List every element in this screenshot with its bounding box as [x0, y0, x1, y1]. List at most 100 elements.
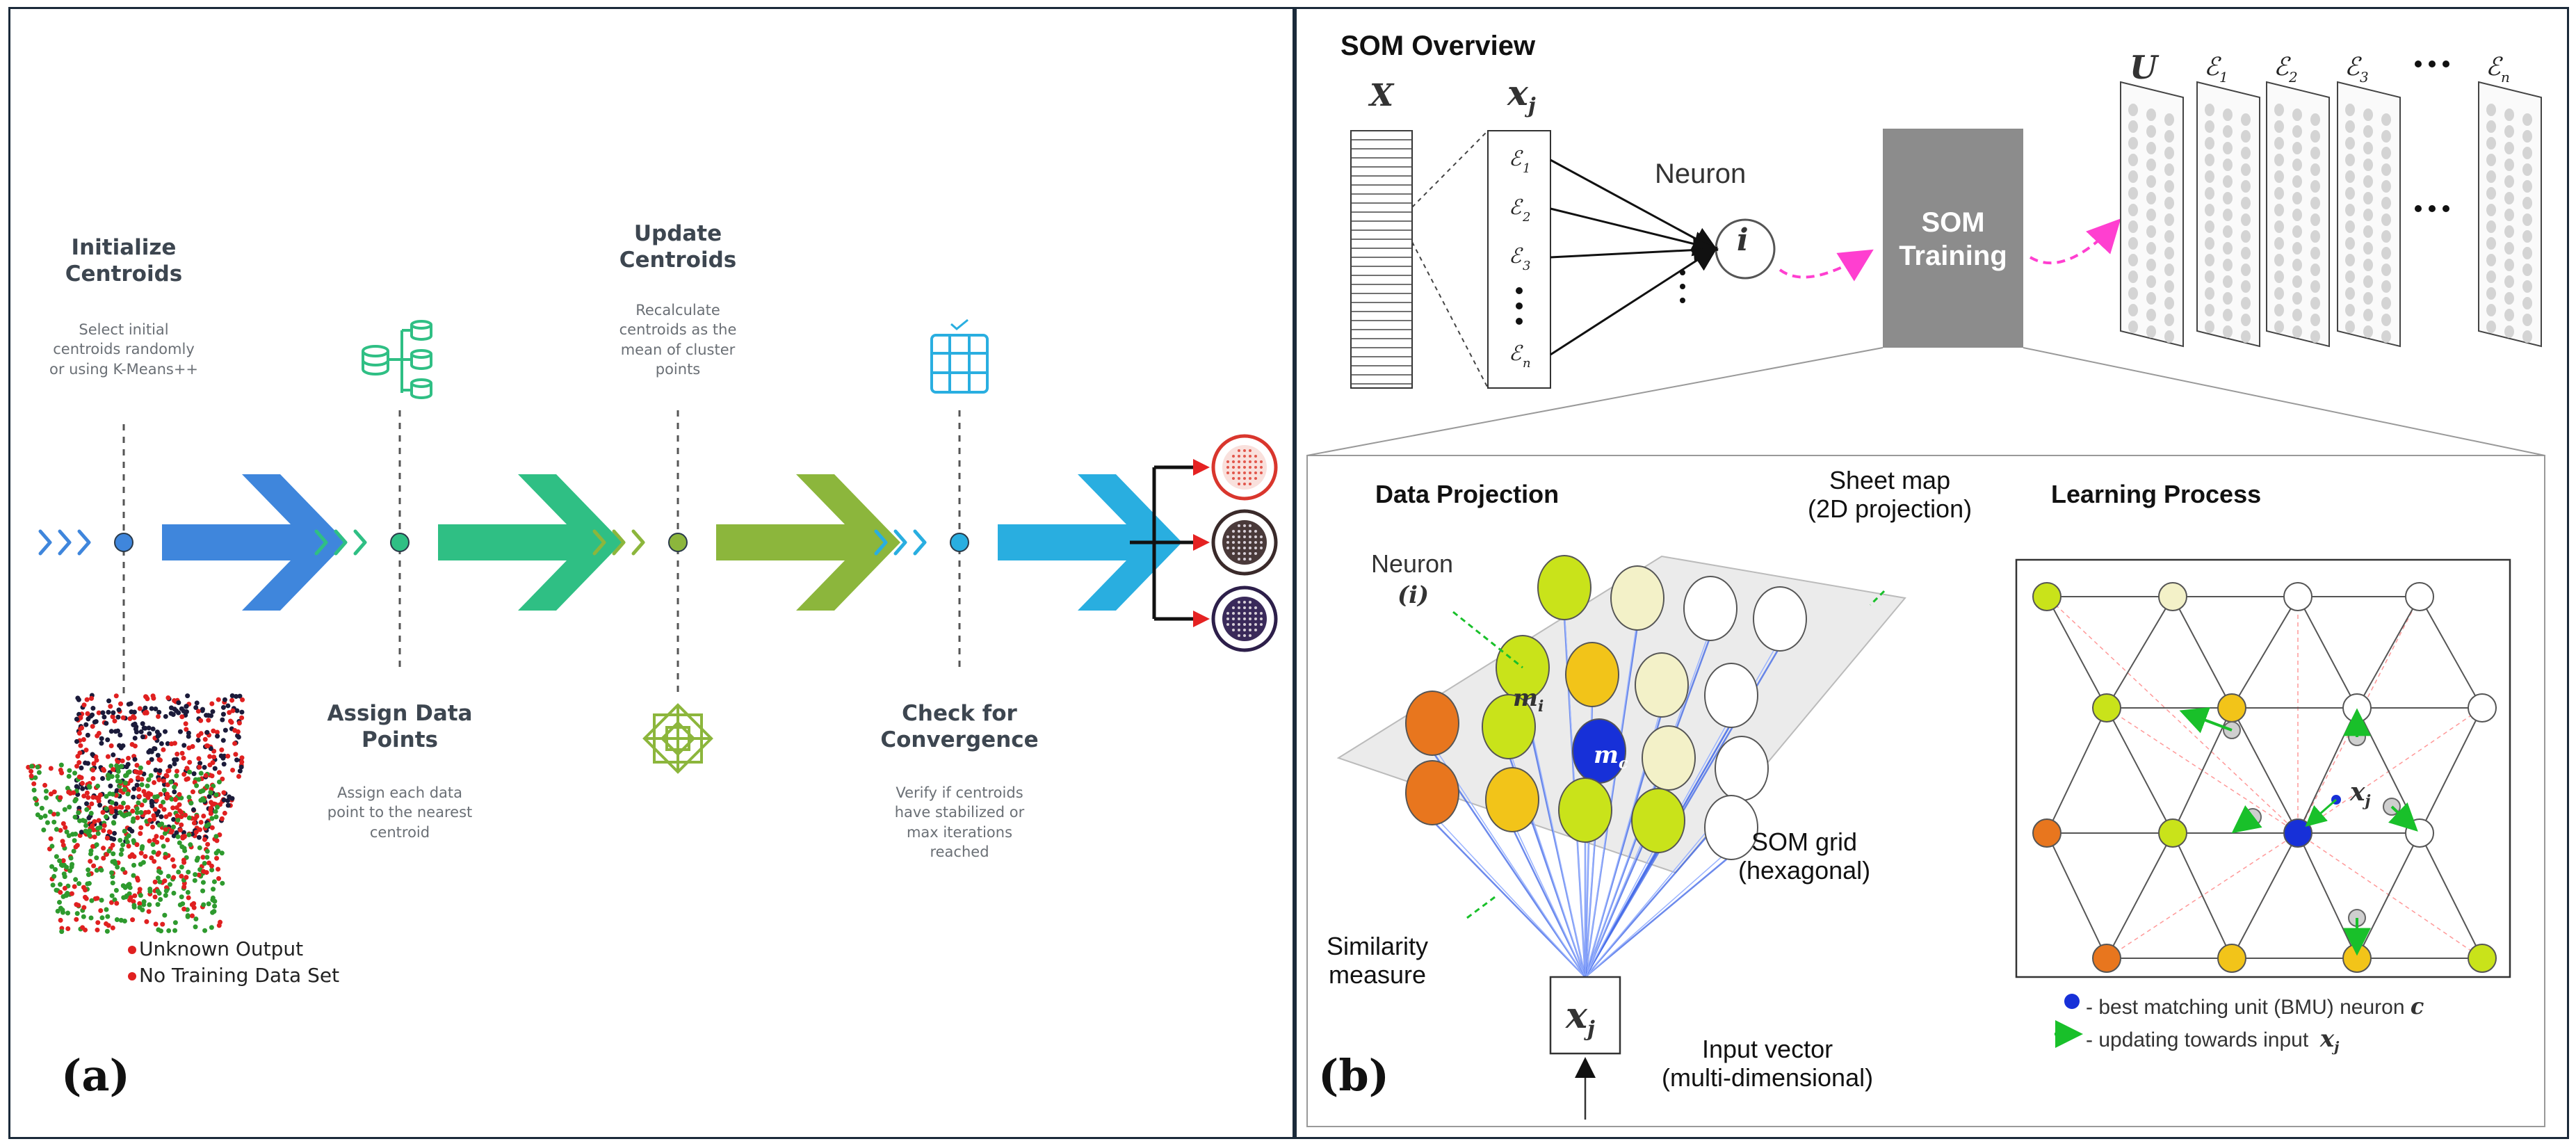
data-point: [88, 810, 94, 816]
matrix-x-label: X: [1370, 78, 1394, 113]
feature-map-cell: [2310, 297, 2320, 309]
data-point: [151, 695, 156, 701]
data-point: [109, 774, 115, 780]
ellipsis-dot: [2429, 205, 2436, 212]
data-point: [81, 793, 87, 799]
data-point: [211, 728, 216, 734]
data-point: [100, 710, 106, 716]
data-point: [93, 754, 99, 759]
data-point: [53, 866, 58, 872]
feature-map-cell: [2241, 130, 2251, 143]
feature-map-cell: [2381, 197, 2391, 209]
data-point: [218, 919, 223, 925]
similarity-measure-label: Similarity measure: [1327, 932, 1429, 990]
feature-map-cell: [2345, 137, 2355, 150]
feature-map-cell: [2486, 271, 2496, 283]
data-point: [220, 738, 226, 743]
output-cluster-dot: [1238, 530, 1240, 533]
data-point: [240, 697, 245, 702]
output-cluster-dot: [1260, 612, 1263, 615]
data-point: [74, 739, 79, 744]
data-point: [89, 898, 95, 903]
data-point: [202, 837, 207, 842]
feature-map-cell: [2486, 204, 2496, 216]
flow-to-training-arrow: [1779, 249, 1874, 282]
zoom-line: [1411, 241, 1489, 389]
feature-map-cell: [2486, 104, 2496, 116]
data-point: [84, 697, 90, 702]
output-cluster-dot: [1238, 449, 1240, 452]
output-cluster-dot: [1238, 541, 1240, 544]
data-point: [90, 844, 95, 849]
feature-map-cell: [2274, 287, 2284, 300]
data-point: [100, 776, 106, 782]
output-cluster-dot: [1226, 541, 1229, 544]
data-point: [191, 807, 196, 812]
feature-map-cell: [2205, 154, 2214, 166]
feature-map-cell: [2310, 280, 2320, 293]
feature-map-cell: [2274, 220, 2284, 233]
output-cluster-dot: [1238, 477, 1240, 480]
data-point: [152, 859, 157, 864]
data-point: [111, 851, 116, 857]
data-point: [115, 759, 120, 765]
data-point: [31, 781, 37, 786]
data-point: [191, 820, 197, 825]
feature-map-cell: [2164, 163, 2174, 176]
step-4-desc: Verify if centroids have stabilized or m…: [894, 784, 1025, 861]
data-point: [126, 844, 131, 849]
data-point: [135, 815, 140, 821]
data-point: [213, 834, 219, 839]
output-cluster-dot: [1249, 449, 1251, 452]
chevron-icon: [353, 529, 367, 556]
data-point: [134, 782, 140, 788]
data-point: [140, 734, 145, 740]
feature-map-cell: [2146, 209, 2156, 221]
output-map-symbol: ℰ: [2486, 53, 2503, 81]
output-cluster-dot: [1232, 455, 1235, 458]
feature-map-cell: [2345, 321, 2355, 333]
chevron-icon: [874, 529, 888, 556]
feature-map-cell: [2205, 170, 2214, 183]
neuron-i-label: Neuron: [1371, 549, 1454, 578]
data-point: [152, 780, 157, 785]
influence-line: [2046, 596, 2299, 834]
arrow-head-icon: [1193, 459, 1210, 476]
data-point: [112, 859, 118, 864]
data-point: [204, 743, 209, 748]
data-point: [124, 773, 129, 778]
step-3-flow-arrow: [716, 474, 900, 611]
feature-map-cell: [2146, 309, 2156, 321]
panel-b-label: (b): [1318, 1050, 1390, 1101]
data-point: [196, 872, 202, 878]
feature-map-cell: [2205, 187, 2214, 200]
feature-map-cell: [2164, 280, 2174, 293]
feature-map-cell: [2486, 137, 2496, 150]
feature-map-cell: [2164, 113, 2174, 126]
data-point: [118, 701, 124, 707]
data-point: [186, 730, 191, 736]
data-point: [113, 693, 119, 699]
lattice-edge: [2172, 596, 2233, 709]
output-cluster-dot: [1232, 552, 1235, 555]
data-point: [134, 806, 140, 812]
feature-map-cell: [2223, 108, 2233, 121]
data-point: [92, 834, 97, 840]
data-point: [148, 773, 154, 778]
data-point: [147, 817, 152, 823]
data-point: [139, 777, 145, 782]
output-cluster-dot: [1243, 483, 1246, 485]
output-cluster-dot: [1238, 601, 1240, 604]
output-cluster-dot: [1243, 460, 1246, 463]
data-point: [164, 773, 170, 779]
data-point: [138, 825, 144, 830]
kmeans-flow-diagram: [26, 318, 1278, 980]
output-cluster-dot: [1232, 612, 1235, 615]
data-point: [72, 770, 78, 776]
output-cluster-dot: [1232, 460, 1235, 463]
feature-map-cell: [2274, 137, 2284, 150]
input-arrow: [1585, 848, 1733, 978]
data-point: [198, 770, 204, 776]
data-point: [73, 797, 79, 802]
feature-map-cell: [2128, 204, 2138, 216]
